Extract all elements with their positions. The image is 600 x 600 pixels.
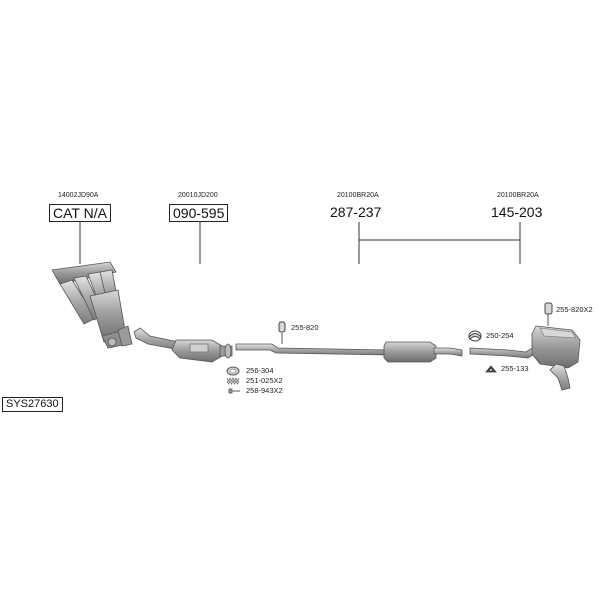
accessory-label-spring: 251-025X2 bbox=[246, 376, 283, 385]
part-label-middle: 287-237 bbox=[330, 204, 382, 220]
oem-number-cat: 14002JD90A bbox=[58, 192, 99, 199]
clamp-icon bbox=[468, 330, 482, 342]
accessory-label-clamp-rear: 250-254 bbox=[486, 331, 514, 340]
downpipe-drawing bbox=[133, 327, 233, 363]
oem-number-middle: 20100BR20A bbox=[337, 192, 379, 199]
hanger-clip-icon bbox=[278, 321, 286, 344]
gasket-ring-icon bbox=[226, 366, 240, 376]
accessory-label-rubber-mount: 255-133 bbox=[501, 364, 529, 373]
exhaust-manifold-drawing bbox=[51, 261, 133, 349]
part-label-cat: CAT N/A bbox=[49, 204, 111, 222]
middle-pipe-drawing bbox=[235, 341, 463, 363]
rubber-mount-icon bbox=[485, 365, 497, 373]
rear-silencer-drawing bbox=[469, 325, 581, 391]
system-code: SYS27630 bbox=[2, 397, 63, 412]
accessory-label-gasket: 256-304 bbox=[246, 366, 274, 375]
oem-number-rear: 20100BR20A bbox=[497, 192, 539, 199]
bolt-icon bbox=[228, 388, 240, 394]
spring-icon bbox=[226, 377, 240, 385]
rear-hanger-icon bbox=[544, 302, 553, 326]
oem-number-downpipe: 20010JD200 bbox=[178, 192, 218, 199]
accessory-label-hanger-rear: 255-820X2 bbox=[556, 305, 593, 314]
part-label-rear: 145-203 bbox=[491, 204, 543, 220]
accessory-label-bolt: 258-943X2 bbox=[246, 386, 283, 395]
accessory-label-clamp-mid: 255-820 bbox=[291, 323, 319, 332]
part-label-downpipe: 090-595 bbox=[169, 204, 229, 222]
